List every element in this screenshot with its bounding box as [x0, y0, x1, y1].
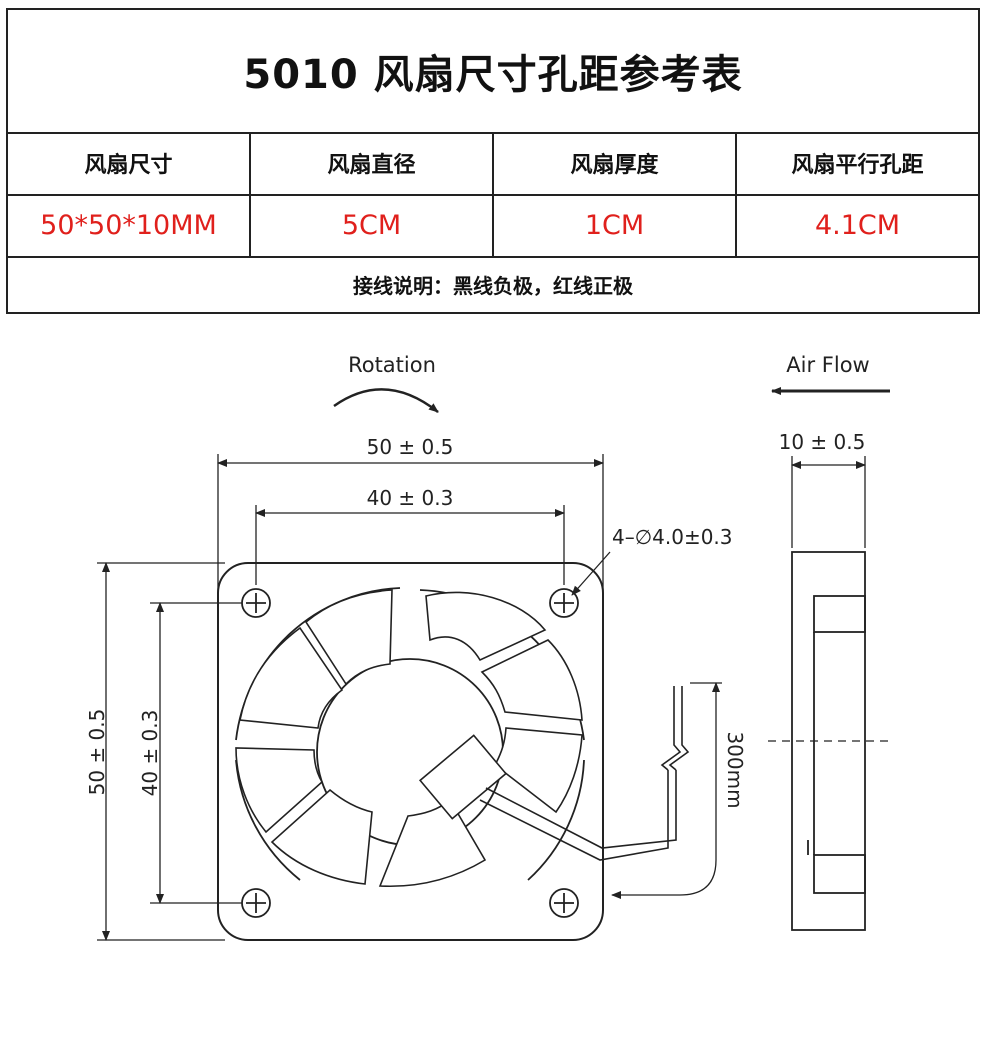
hole-spacing-dimension [255, 505, 565, 585]
value-hole-spacing: 4.1CM [814, 209, 901, 241]
thickness-label: 10 ± 0.5 [779, 430, 866, 454]
width-dim-label: 50 ± 0.5 [367, 435, 454, 459]
fan-dimension-drawing: Rotation Air Flow 50 ± 0.5 40 ± 0.3 4–∅4… [85, 353, 892, 941]
rotation-arrow [333, 388, 439, 413]
hole-spec-leader [571, 551, 611, 596]
rotation-label: Rotation [348, 353, 436, 377]
height-dim-label: 50 ± 0.5 [85, 709, 109, 796]
value-fan-diameter: 5CM [251, 194, 494, 256]
hub-label-pad [418, 734, 508, 820]
fan-blades [235, 589, 583, 888]
cable-length-dimension [611, 682, 722, 899]
hole-spacing-label: 40 ± 0.3 [367, 486, 454, 510]
thickness-dimension [791, 456, 866, 548]
value-fan-thickness: 1CM [494, 194, 737, 256]
header-hole-spacing: 风扇平行孔距 [791, 153, 924, 178]
cable-length-label: 300mm [723, 731, 747, 808]
hole-spec-label: 4–∅4.0±0.3 [612, 525, 733, 549]
width-dimension [217, 454, 604, 605]
fan-side-view [791, 551, 866, 931]
hole-spacing-vertical-label: 40 ± 0.3 [138, 710, 162, 797]
header-fan-thickness: 风扇厚度 [494, 132, 737, 194]
table-title: 5010 风扇尺寸孔距参考表 [8, 10, 978, 134]
header-row: 风扇尺寸 风扇直径 风扇厚度 风扇平行孔距 [8, 132, 978, 196]
hole-spacing-vertical-dimension [150, 602, 242, 904]
airflow-label: Air Flow [786, 353, 869, 377]
mounting-hole-bottom-left [241, 888, 271, 918]
mounting-hole-bottom-right [549, 888, 579, 918]
fan-frame [217, 562, 604, 941]
value-fan-size: 50*50*10MM [8, 194, 251, 256]
mounting-hole-top-right [549, 588, 579, 618]
wiring-note: 接线说明：黑线负极，红线正极 [353, 273, 633, 298]
header-fan-size: 风扇尺寸 [8, 132, 251, 194]
spec-table: 5010 风扇尺寸孔距参考表 风扇尺寸 风扇直径 风扇厚度 风扇平行孔距 50*… [6, 8, 980, 314]
mounting-hole-top-left [241, 588, 271, 618]
header-fan-diameter: 风扇直径 [251, 132, 494, 194]
height-dimension [97, 562, 225, 941]
value-row: 50*50*10MM 5CM 1CM 4.1CM [8, 194, 978, 258]
